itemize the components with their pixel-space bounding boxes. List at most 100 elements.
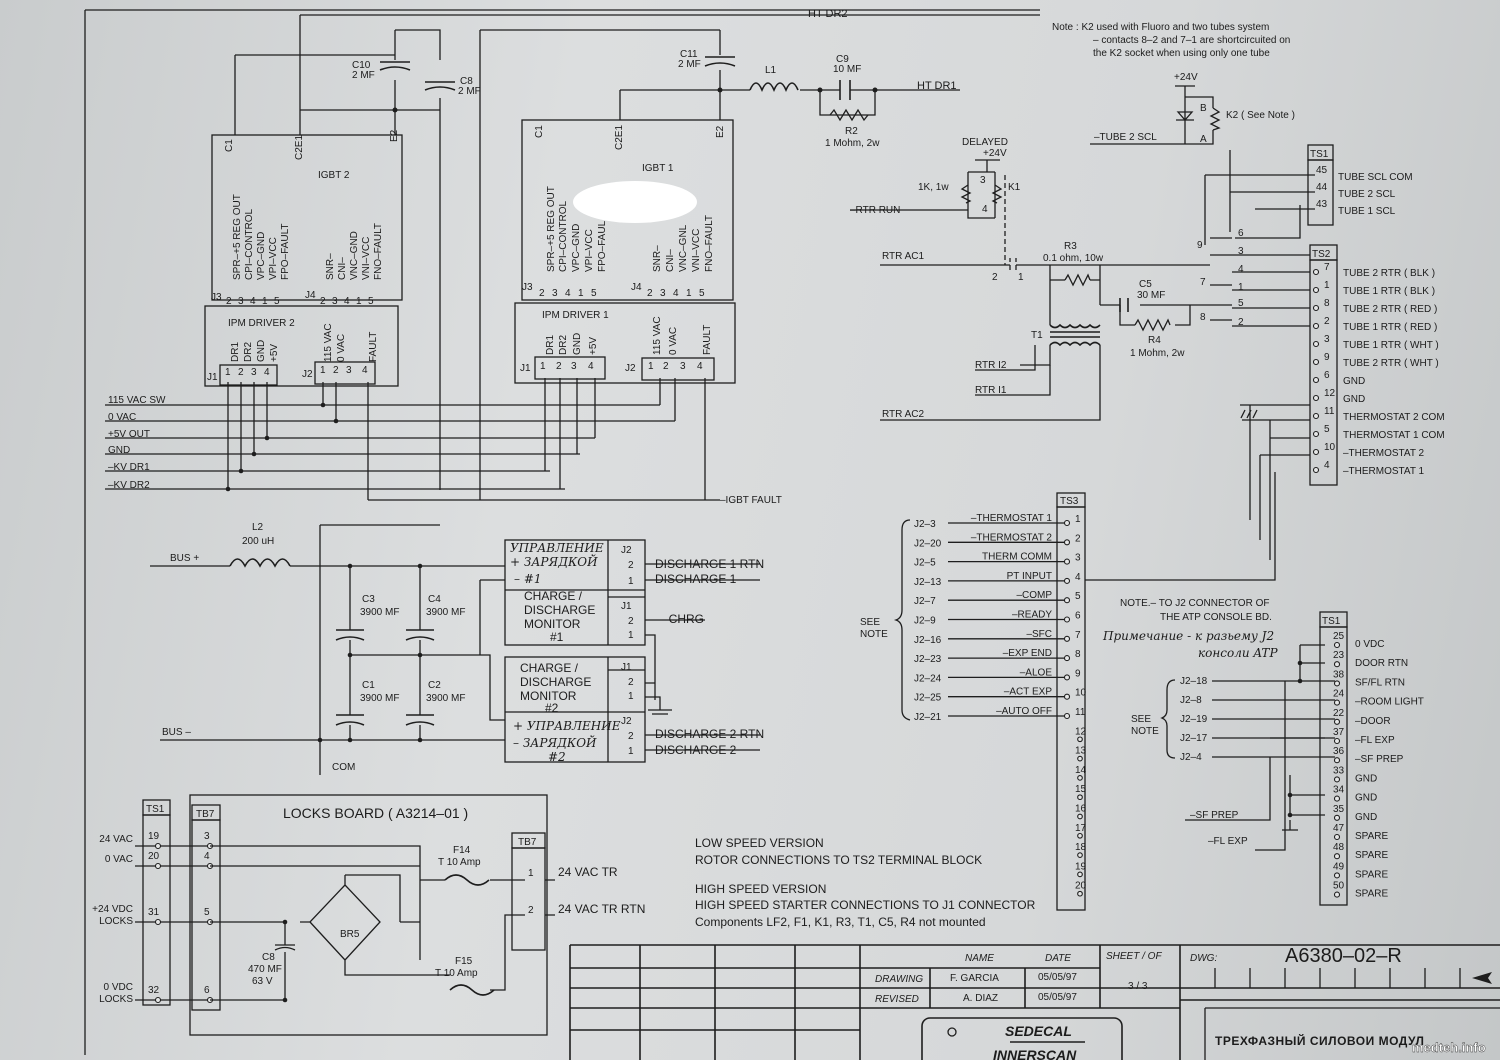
- pin-number: 1: [1324, 280, 1330, 291]
- terminal-pin: [1312, 340, 1320, 348]
- pin-number: 2: [226, 296, 232, 307]
- igbt2-j4-signal: VNC–GND: [349, 231, 360, 280]
- fl-exp-label: –FL EXP: [1208, 836, 1248, 847]
- signal-0vac: 0 VAC: [108, 412, 136, 423]
- ht-dr1-label: HT DR1: [917, 80, 957, 92]
- pin-number: 49: [1333, 861, 1345, 872]
- pin-number: 1: [686, 288, 692, 299]
- c1-value: 3900 MF: [360, 693, 399, 704]
- atp-note: THE ATP CONSOLE BD.: [1160, 612, 1272, 623]
- pin-number: 1: [1075, 514, 1081, 525]
- c10-label: C10: [352, 60, 371, 71]
- k1-24v-label: +24V: [983, 148, 1007, 159]
- delayed-label: DELAYED: [962, 137, 1008, 148]
- terminal-label: GND: [1355, 793, 1377, 804]
- pin-number: 2: [556, 361, 562, 372]
- terminal-label: –THERMOSTAT 1: [971, 513, 1053, 524]
- terminal-pin: [1063, 712, 1071, 720]
- c10-value: 2 MF: [352, 70, 375, 81]
- c4-value: 3900 MF: [426, 607, 465, 618]
- pin-number: 1: [648, 361, 654, 372]
- terminal-pin: [1333, 814, 1341, 821]
- connector-ref: J2–3: [914, 519, 936, 530]
- pin-number: 47: [1333, 823, 1345, 834]
- igbt2-c2e1: C2E1: [294, 135, 305, 160]
- pin-number: 2: [539, 288, 545, 299]
- signal-kv-dr2: –KV DR2: [108, 480, 150, 491]
- pin-number: 4: [1324, 460, 1330, 471]
- terminal-pin: [1077, 832, 1083, 839]
- connector-ref: J2–16: [914, 635, 942, 646]
- low-speed-text: ROTOR CONNECTIONS TO TS2 TERMINAL BLOCK: [695, 853, 982, 867]
- l2-label: L2: [252, 522, 264, 533]
- see-note-label: NOTE: [860, 629, 888, 640]
- terminal-label: TUBE 2 RTR ( BLK ): [1343, 268, 1435, 279]
- connector-ref: J2–9: [914, 616, 936, 627]
- terminal-pin: [154, 918, 162, 926]
- terminal-pin: [154, 842, 162, 850]
- discharge1-rtn-label: DISCHARGE 1 RTN: [655, 557, 764, 571]
- terminal-label: –THERMOSTAT 2: [1343, 448, 1425, 459]
- terminal-pin: [1333, 718, 1341, 725]
- pin-number: 2: [528, 905, 534, 916]
- terminal-label: GND: [1343, 394, 1365, 405]
- chrg-label: –CHRG: [662, 612, 704, 626]
- c2-label: C2: [428, 680, 441, 691]
- discharge1-label: DISCHARGE 1: [655, 572, 737, 586]
- terminal-pin: [1312, 358, 1320, 366]
- terminal-pin: [1333, 641, 1341, 649]
- terminal-pin: [1063, 655, 1071, 662]
- terminal-pin: [1063, 635, 1071, 642]
- pin-number: 2: [320, 296, 326, 307]
- terminal-label: TUBE 2 RTR ( RED ): [1343, 304, 1437, 315]
- terminal-label: SF/FL RTN: [1355, 677, 1405, 688]
- pin-number: 15: [1075, 784, 1087, 795]
- igbt2-j4-signal: SNR–: [325, 253, 336, 280]
- igbt1-j4-signal: VNC–GNL: [678, 224, 689, 272]
- terminal-pin: [1063, 577, 1071, 584]
- monitor2-ru-label: #2: [548, 750, 566, 764]
- igbt1-j4-signal: VNI–VCC: [691, 229, 702, 272]
- pin-number: 34: [1333, 785, 1345, 796]
- monitor1-title: DISCHARGE: [524, 603, 595, 617]
- terminal-label: TUBE 1 RTR ( BLK ): [1343, 286, 1435, 297]
- terminal-pin: [154, 862, 162, 870]
- c9-label: C9: [836, 54, 849, 65]
- pin-number: 23: [1333, 650, 1345, 661]
- pin-number: 4: [1238, 264, 1244, 275]
- pin-number: 7: [1075, 630, 1081, 641]
- f14-label: F14: [453, 845, 471, 856]
- igbt2-j3-signal: CPI–CONTROL: [244, 208, 255, 280]
- igbt2-c1: C1: [224, 139, 235, 152]
- discharge2-label: DISCHARGE 2: [655, 743, 737, 757]
- terminal-pin: [1077, 736, 1083, 743]
- terminal-pin: [1333, 699, 1341, 706]
- igbt2-j3-signal: FPO–FAULT: [280, 224, 291, 281]
- pin-number: 1: [320, 365, 326, 376]
- pin-number: 4: [673, 288, 679, 299]
- date-header: DATE: [1045, 953, 1071, 964]
- signal-115vac-sw: 115 VAC SW: [108, 395, 166, 406]
- monitor1-title: #1: [550, 630, 564, 644]
- locks-tb7-right-title: TB7: [518, 837, 537, 848]
- terminal-pin: [1312, 286, 1320, 294]
- pin-number: 50: [1333, 881, 1345, 892]
- ipm-driver1-title: IPM DRIVER 1: [542, 310, 609, 321]
- monitor1-ru-label: + ЗАРЯДКОЙ: [510, 552, 598, 569]
- terminal-pin: [1077, 813, 1083, 820]
- igbt2-j4-signal: CNI–: [337, 257, 348, 280]
- terminal-label: GND: [1343, 376, 1365, 387]
- monitor1-title: CHARGE /: [524, 589, 583, 603]
- c4-label: C4: [428, 594, 441, 605]
- drawing-date: 05/05/97: [1038, 972, 1077, 983]
- pin-number: 2: [1324, 316, 1330, 327]
- pin-number: 5: [1075, 591, 1081, 602]
- locks-input-label: LOCKS: [99, 994, 133, 1005]
- terminal-pin: [1063, 558, 1071, 565]
- pin-number: 2: [1075, 533, 1081, 544]
- ts1-bottom-title: TS1: [1322, 616, 1341, 627]
- driver1-signal: 0 VAC: [668, 327, 679, 355]
- connector-ref: J2–20: [914, 538, 942, 549]
